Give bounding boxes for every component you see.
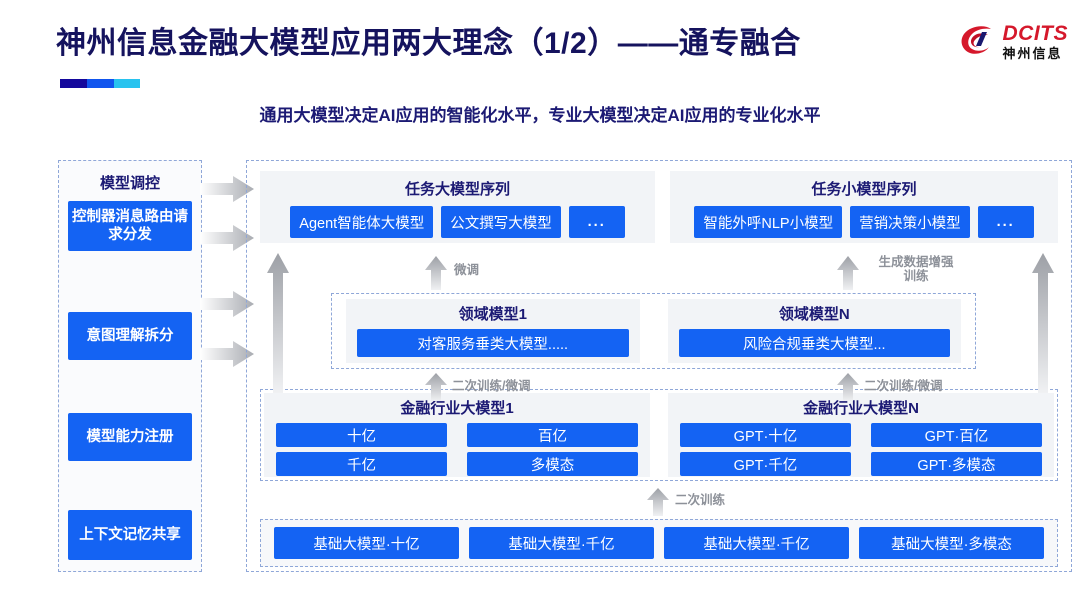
task-large-model-title: 任务大模型序列 [404, 181, 510, 198]
chip-hundred-billion[interactable]: 千亿 [276, 452, 447, 476]
task-large-model-chips: Agent智能体大模型 公文撰写大模型 ... [290, 206, 625, 238]
chip-marketing-decision-model[interactable]: 营销决策小模型 [850, 206, 970, 238]
sidebar-title: 模型调控 [99, 175, 160, 192]
accent-segment-1 [60, 79, 88, 88]
accent-segment-3 [113, 79, 140, 88]
chip-nlp-outbound-model[interactable]: 智能外呼NLP小模型 [694, 206, 843, 238]
up-arrow-icon-tall-right [1032, 253, 1054, 393]
sidebar-item-router[interactable]: 控制器消息路由请求分发 [68, 201, 192, 251]
page-subtitle: 通用大模型决定AI应用的智能化水平，专业大模型决定AI应用的专业化水平 [259, 106, 821, 125]
task-large-model-panel: 任务大模型序列 Agent智能体大模型 公文撰写大模型 ... [260, 171, 655, 243]
arrow-label-dataaug-right: 生成数据增强训练 [878, 255, 954, 284]
chip-gpt-billion[interactable]: GPT·十亿 [680, 423, 851, 447]
task-small-model-title: 任务小模型序列 [811, 181, 917, 198]
logo-text: DCITS 神州信息 [1003, 23, 1069, 60]
up-arrow-icon-retrain-base [647, 488, 669, 516]
up-arrow-icon-dataaug-right [837, 256, 859, 290]
model-control-sidebar: 模型调控 控制器消息路由请求分发 意图理解拆分 模型能力注册 上下文记忆共享 [58, 160, 202, 572]
right-arrow-icon-4 [200, 341, 254, 367]
right-arrow-icon-2 [200, 225, 254, 251]
arrow-label-retrain-base: 二次训练 [675, 493, 726, 507]
page-title: 神州信息金融大模型应用两大理念（1/2）——通专融合 [56, 27, 801, 60]
industry-model-1-chips: 十亿 百亿 千亿 多模态 [276, 423, 638, 476]
domain-model-n-bar[interactable]: 风险合规垂类大模型... [678, 329, 950, 357]
right-arrow-icon-1 [200, 176, 254, 202]
industry-model-1: 金融行业大模型1 十亿 百亿 千亿 多模态 [264, 393, 650, 477]
chip-more-small[interactable]: ... [977, 206, 1034, 238]
up-arrow-icon-retrain-left [425, 373, 447, 401]
domain-model-group: 领域模型1 对客服务垂类大模型..... 领域模型N 风险合规垂类大模型... [331, 293, 976, 369]
chip-gpt-hundred-billion[interactable]: GPT·千亿 [680, 452, 851, 476]
domain-model-n: 领域模型N 风险合规垂类大模型... [667, 299, 961, 363]
up-arrow-icon-tall-left [267, 253, 289, 393]
industry-group-divider [653, 390, 665, 480]
model-stack-container: 任务大模型序列 Agent智能体大模型 公文撰写大模型 ... 任务小模型序列 … [246, 160, 1072, 572]
logo-text-cn: 神州信息 [1002, 45, 1063, 61]
chip-billion[interactable]: 十亿 [276, 423, 447, 447]
task-small-model-chips: 智能外呼NLP小模型 营销决策小模型 ... [694, 206, 1034, 238]
base-model-4[interactable]: 基础大模型·多模态 [859, 527, 1044, 559]
domain-model-1-bar[interactable]: 对客服务垂类大模型..... [357, 329, 629, 357]
logo-text-en: DCITS [1002, 21, 1068, 45]
domain-model-1: 领域模型1 对客服务垂类大模型..... [346, 299, 640, 363]
dcits-swirl-icon [958, 22, 996, 60]
up-arrow-icon-retrain-right [837, 373, 859, 401]
industry-model-n-chips: GPT·十亿 GPT·百亿 GPT·千亿 GPT·多模态 [680, 423, 1042, 476]
accent-bar [60, 79, 140, 88]
sidebar-item-context[interactable]: 上下文记忆共享 [68, 510, 192, 560]
base-model-1[interactable]: 基础大模型·十亿 [274, 527, 459, 559]
industry-model-group: 金融行业大模型1 十亿 百亿 千亿 多模态 金融行业大模型N GPT·十亿 GP… [260, 389, 1058, 481]
chip-ten-billion[interactable]: 百亿 [467, 423, 638, 447]
arrow-label-retrain-right: 二次训练/微调 [864, 379, 943, 393]
base-model-2[interactable]: 基础大模型·千亿 [469, 527, 654, 559]
task-small-model-panel: 任务小模型序列 智能外呼NLP小模型 营销决策小模型 ... [670, 171, 1058, 243]
chip-gpt-ten-billion[interactable]: GPT·百亿 [871, 423, 1042, 447]
chip-gpt-multimodal[interactable]: GPT·多模态 [871, 452, 1042, 476]
sidebar-item-intent[interactable]: 意图理解拆分 [68, 312, 192, 360]
dcits-logo: DCITS 神州信息 [958, 22, 1069, 60]
right-arrow-icon-3 [200, 291, 254, 317]
arrow-label-retrain-left: 二次训练/微调 [452, 379, 531, 393]
chip-doc-writing-model[interactable]: 公文撰写大模型 [441, 206, 561, 238]
domain-model-n-title: 领域模型N [778, 306, 850, 323]
up-arrow-icon-finetune-left [425, 256, 447, 290]
industry-model-n: 金融行业大模型N GPT·十亿 GPT·百亿 GPT·千亿 GPT·多模态 [668, 393, 1054, 477]
chip-agent-model[interactable]: Agent智能体大模型 [290, 206, 434, 238]
industry-model-n-title: 金融行业大模型N [803, 400, 919, 417]
chip-more-large[interactable]: ... [568, 206, 625, 238]
sidebar-item-capability[interactable]: 模型能力注册 [68, 413, 192, 461]
industry-model-1-title: 金融行业大模型1 [400, 400, 514, 417]
arrow-label-finetune-left: 微调 [454, 263, 480, 277]
chip-multimodal[interactable]: 多模态 [467, 452, 638, 476]
accent-segment-2 [87, 79, 114, 88]
base-model-3[interactable]: 基础大模型·千亿 [664, 527, 849, 559]
base-model-group: 基础大模型·十亿 基础大模型·千亿 基础大模型·千亿 基础大模型·多模态 [260, 519, 1058, 567]
domain-model-1-title: 领域模型1 [458, 306, 527, 323]
